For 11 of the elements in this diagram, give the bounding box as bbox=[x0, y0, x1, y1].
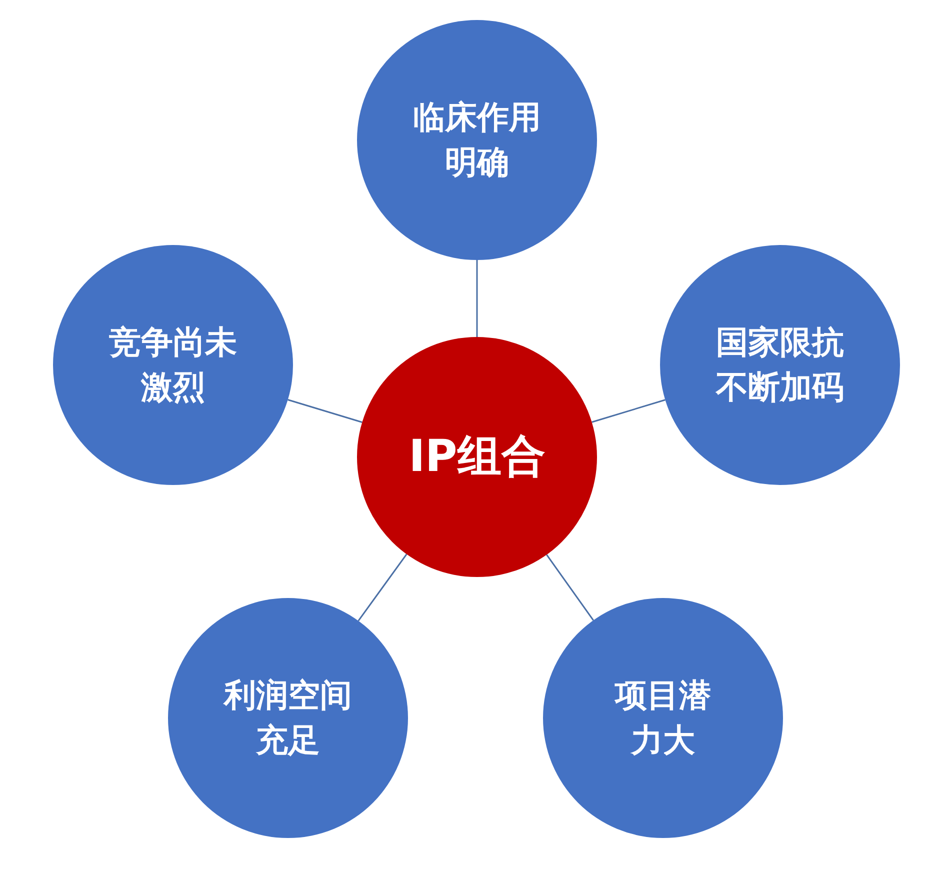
connector-line bbox=[546, 554, 594, 621]
circle-label: IP组合 bbox=[408, 430, 546, 484]
circle-label: 竞争尚未激烈 bbox=[108, 322, 238, 408]
circle-label: 国家限抗不断加码 bbox=[714, 322, 845, 408]
connector-line bbox=[592, 399, 666, 423]
connector-line bbox=[358, 554, 408, 622]
circle-label: 利润空间充足 bbox=[222, 675, 353, 761]
connector-line bbox=[288, 399, 362, 423]
circle-label: 临床作用明确 bbox=[412, 97, 542, 183]
circle-label: 项目潜力大 bbox=[614, 675, 712, 761]
connector-line bbox=[476, 260, 478, 337]
